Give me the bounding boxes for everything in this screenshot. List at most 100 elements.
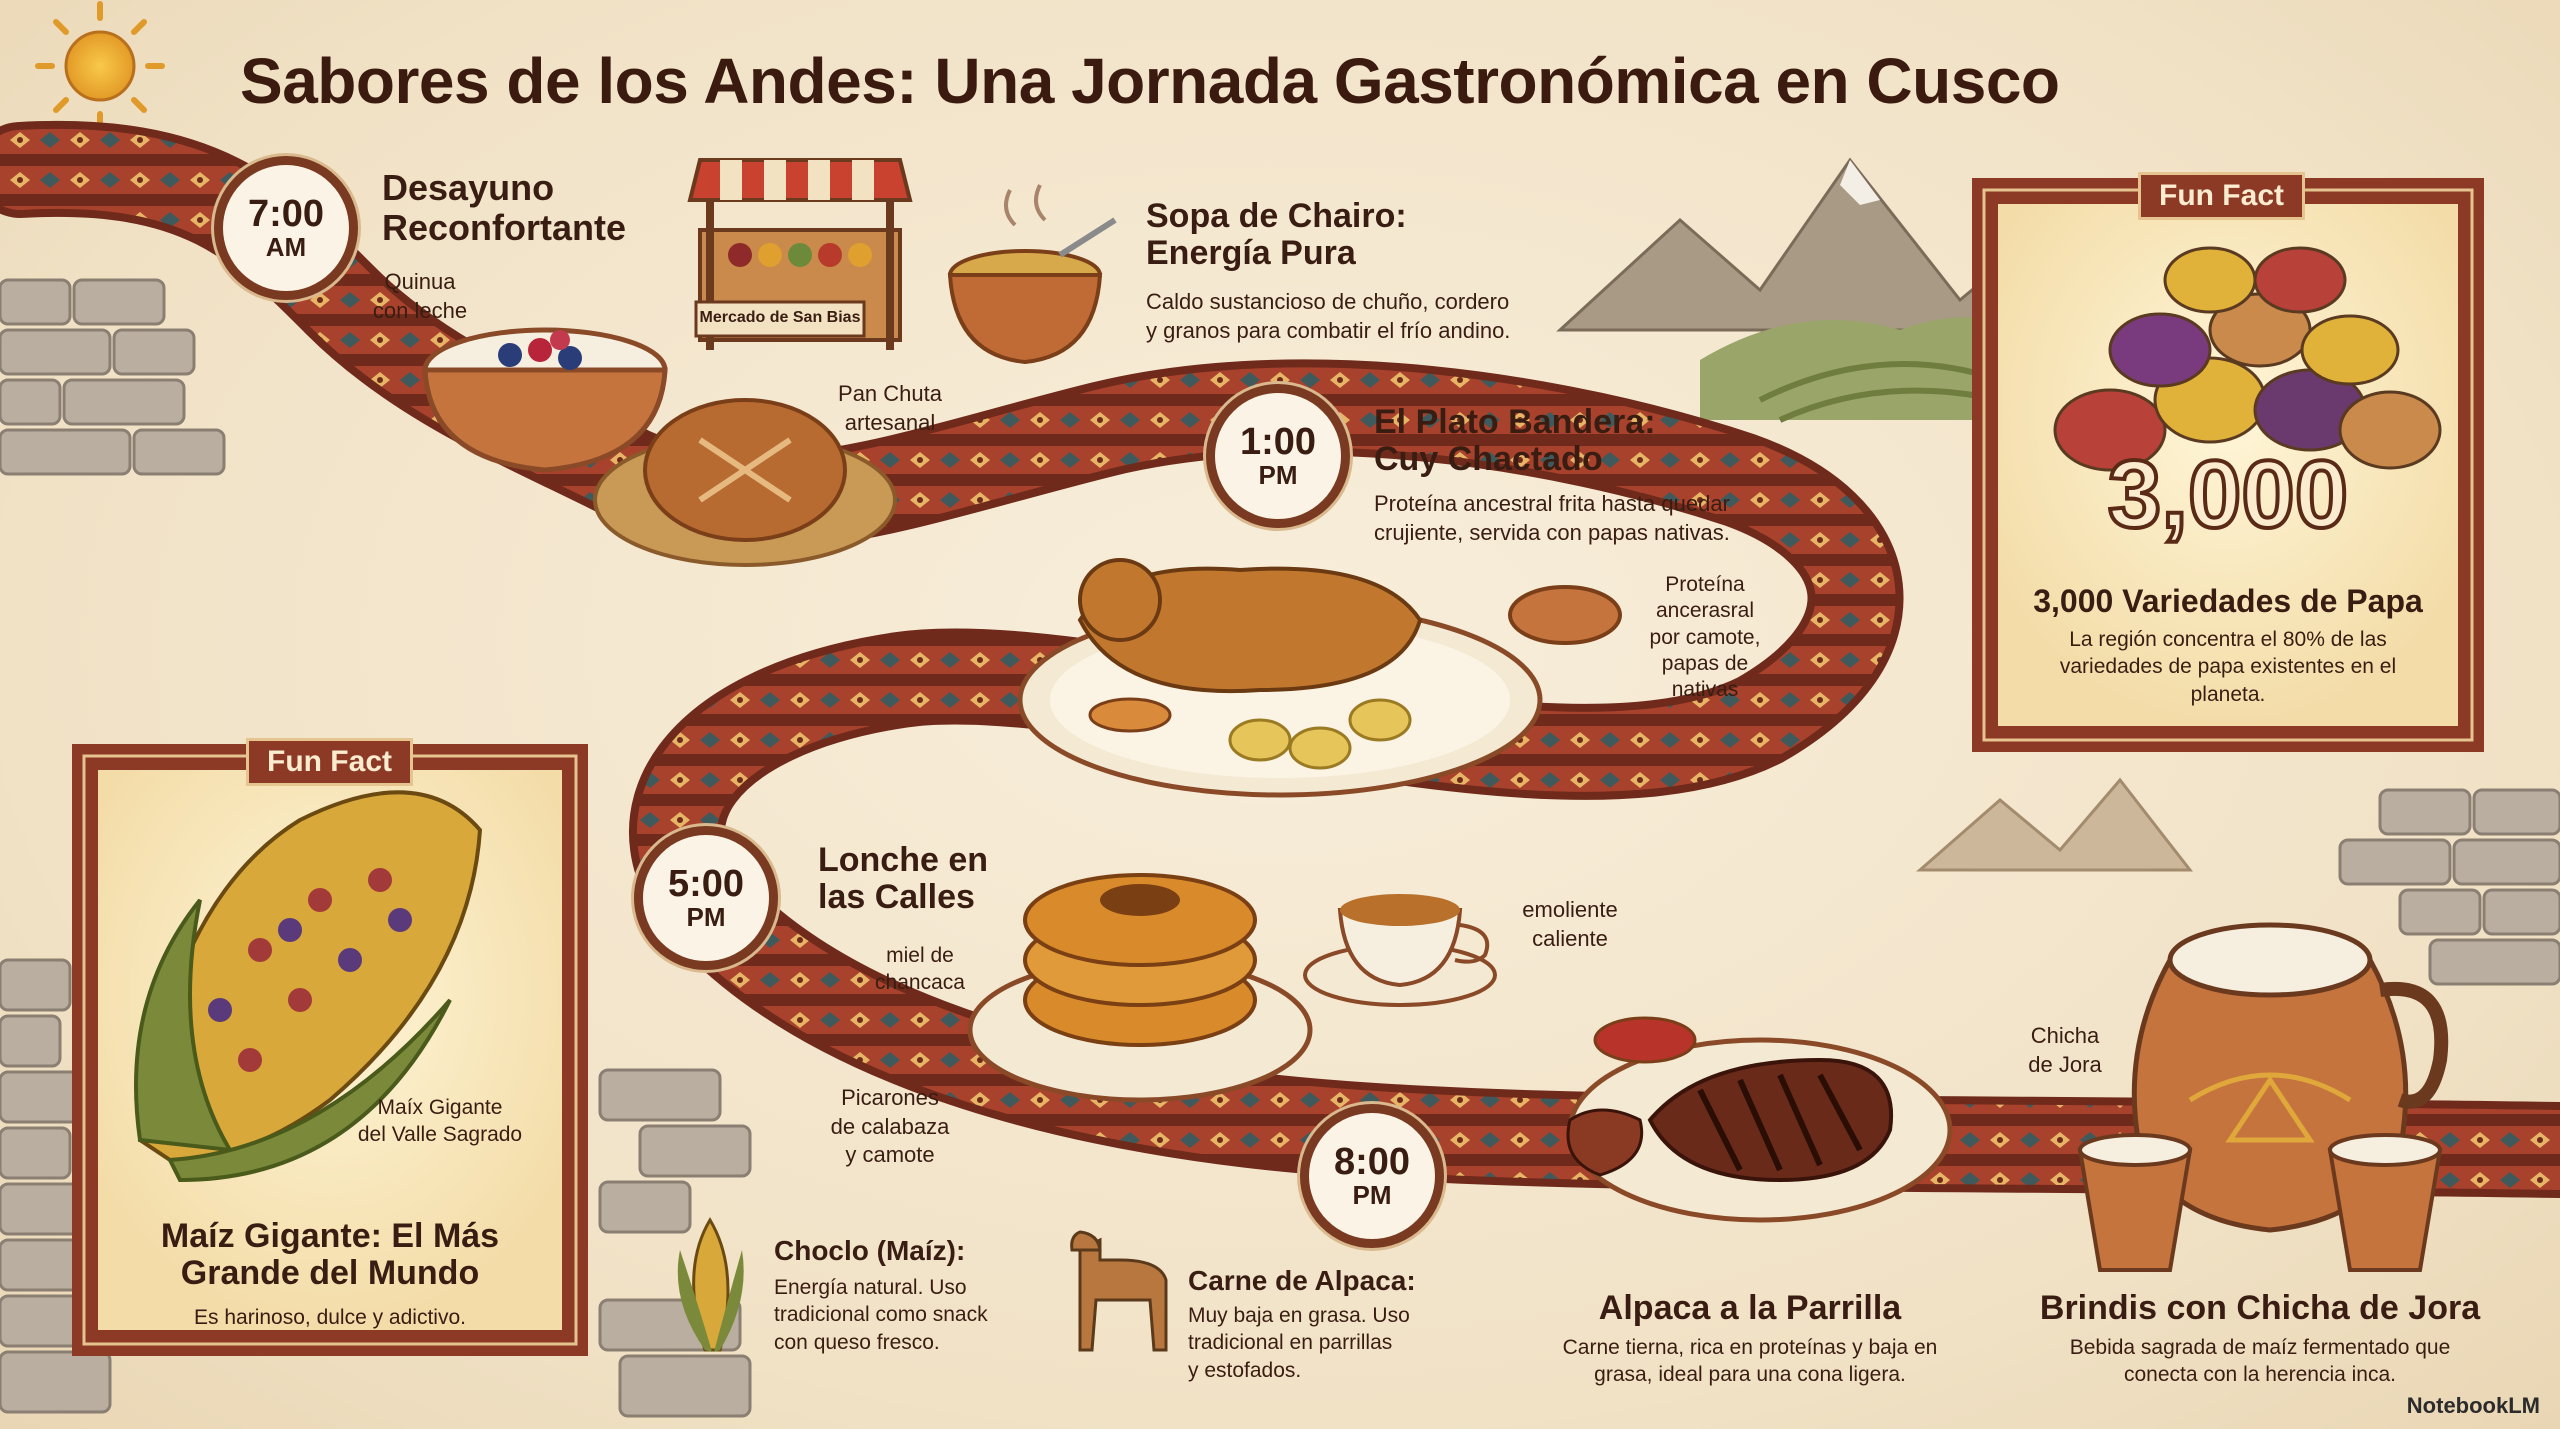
clock-time: 8:00 xyxy=(1333,1140,1411,1183)
emoliente-label: emoliente caliente xyxy=(1500,896,1640,953)
giant-corn-illustration xyxy=(134,790,483,1183)
stone-wall-right xyxy=(2338,788,2560,986)
corn-heading-line2: Grande del Mundo xyxy=(180,1254,480,1293)
soup-desc-line1: Caldo sustancioso de chuño, cordero xyxy=(1146,289,1510,314)
bread-label: Pan Chuta artesanal xyxy=(815,380,965,437)
picarones-line: y camote xyxy=(845,1142,935,1168)
corn-fact-frame xyxy=(72,744,588,1356)
alpaca-desc-line: y estofados. xyxy=(1188,1358,1302,1382)
breakfast-heading-line1: Desayuno xyxy=(382,167,555,208)
lunch-desc-line1: Proteína ancestral frita hasta quedar xyxy=(1374,491,1730,516)
alpaca-heading: Carne de Alpaca: xyxy=(1188,1265,1416,1296)
miel-label-line1: miel de xyxy=(886,944,954,967)
lunch-heading-line1: El Plato Bandera: xyxy=(1374,403,1656,441)
potato-desc-line3: planeta. xyxy=(2190,682,2266,706)
side-note-line: por camote, xyxy=(1649,625,1761,649)
snack-heading: Lonche en las Calles xyxy=(818,841,988,917)
dinner-heading: Alpaca a la Parrilla xyxy=(1598,1289,1902,1327)
corn-caption-line2: del Valle Sagrado xyxy=(357,1123,523,1147)
emoliente-label-line2: caliente xyxy=(1532,925,1608,951)
quinoa-label-line1: Quinua xyxy=(384,269,456,294)
soup-heading: Sopa de Chairo: Energía Pura xyxy=(1146,197,1407,273)
lunch-desc-line2: crujiente, servida con papas nativas. xyxy=(1374,519,1730,545)
clock-time: 5:00 xyxy=(667,862,745,905)
alpaca-desc-line: Muy baja en grasa. Uso xyxy=(1188,1304,1410,1327)
lunch-heading-line2: Cuy Chactado xyxy=(1374,440,1603,479)
clock-1pm: 1:00 PM xyxy=(1206,384,1350,528)
choclo-heading: Choclo (Maíz): xyxy=(774,1235,966,1266)
llama-icon xyxy=(1070,1230,1168,1352)
clock-5pm: 5:00 PM xyxy=(634,826,778,970)
chicha-desc-line1: Bebida sagrada de maíz fermentado que xyxy=(2069,1336,2451,1359)
sun-icon xyxy=(35,1,165,131)
potato-fact-heading: 3,000 Variedades de Papa xyxy=(2033,583,2423,619)
breakfast-heading: Desayuno Reconfortante xyxy=(382,168,626,247)
potato-fact-description: La región concentra el 80% de las varied… xyxy=(1998,626,2458,708)
potato-desc-line2: variedades de papa existentes en el xyxy=(2059,655,2397,679)
soup-heading-line1: Sopa de Chairo: xyxy=(1146,197,1407,235)
alpaca-desc-line: tradicional en parrillas xyxy=(1188,1331,1393,1355)
choclo-description: Energía natural. Uso tradicional como sn… xyxy=(774,1274,988,1356)
chicha-desc-line2: conecta con la herencia inca. xyxy=(2123,1363,2396,1387)
bread-illustration xyxy=(593,398,897,567)
chicha-label-line1: Chicha xyxy=(2030,1023,2100,1048)
page-title: Sabores de los Andes: Una Jornada Gastro… xyxy=(240,45,2060,117)
clock-ampm: PM xyxy=(686,901,726,932)
potato-fact-tag: Fun Fact xyxy=(2138,172,2305,220)
picarones-line: de calabaza xyxy=(830,1113,950,1139)
choclo-desc-line: tradicional como snack xyxy=(774,1303,988,1327)
snack-heading-line2: las Calles xyxy=(818,878,975,917)
emoliente-label-line1: emoliente xyxy=(1522,897,1618,922)
miel-label-line2: chancaca xyxy=(875,971,965,995)
potato-desc-line1: La región concentra el 80% de las xyxy=(2069,628,2387,651)
side-note-line: nativas xyxy=(1671,678,1739,701)
lunch-heading: El Plato Bandera: Cuy Chactado xyxy=(1374,403,1656,479)
lunch-side-note: Proteína ancerasral por camote, papas de… xyxy=(1630,572,1780,703)
side-note-line: papas de xyxy=(1661,651,1749,675)
chicha-jug-illustration xyxy=(2077,922,2449,1272)
choclo-desc-line: Energía natural. Uso xyxy=(774,1276,967,1299)
clock-ampm: PM xyxy=(1258,459,1298,490)
corn-caption: Maíx Gigante del Valle Sagrado xyxy=(330,1094,550,1149)
side-note-line: Proteína xyxy=(1665,573,1745,596)
dinner-desc-line2: grasa, ideal para una cona ligera. xyxy=(1594,1363,1906,1387)
picarones-plate-illustration xyxy=(967,873,1313,1103)
soup-heading-line2: Energía Pura xyxy=(1146,234,1356,273)
soup-desc-line2: y granos para combatir el frío andino. xyxy=(1146,317,1511,343)
clock-8pm: 8:00 PM xyxy=(1300,1104,1444,1248)
mountains-illustration xyxy=(1556,157,2194,872)
bread-label-line2: artesanal xyxy=(844,409,936,435)
side-note-line: ancerasral xyxy=(1655,599,1755,623)
clock-time: 1:00 xyxy=(1239,420,1317,463)
breakfast-heading-line2: Reconfortante xyxy=(382,206,627,248)
corn-heading-line1: Maíz Gigante: El Más xyxy=(160,1217,500,1255)
potato-number: 3,000 xyxy=(2106,439,2350,550)
alpaca-steak-plate-illustration xyxy=(1566,1016,1953,1223)
dinner-desc-line1: Carne tierna, rica en proteínas y baja e… xyxy=(1562,1336,1938,1359)
corn-fact-tag: Fun Fact xyxy=(246,738,413,786)
bread-label-line1: Pan Chuta xyxy=(838,381,942,406)
clock-ampm: PM xyxy=(1352,1179,1392,1210)
quinoa-bowl-illustration xyxy=(422,327,668,473)
quinoa-label-line2: con leche xyxy=(372,297,468,323)
corn-icon xyxy=(677,1217,744,1352)
lunch-description: Proteína ancestral frita hasta quedar cr… xyxy=(1374,490,1730,547)
corn-fact-heading: Maíz Gigante: El Más Grande del Mundo xyxy=(98,1217,562,1293)
clock-7am: 7:00 AM xyxy=(214,156,358,300)
miel-label: miel de chancaca xyxy=(860,942,980,997)
clock-ampm: AM xyxy=(265,231,307,262)
soup-description: Caldo sustancioso de chuño, cordero y gr… xyxy=(1146,288,1510,345)
chicha-label: Chicha de Jora xyxy=(2010,1022,2120,1079)
chicha-heading: Brindis con Chicha de Jora xyxy=(2039,1289,2481,1327)
soup-bowl-illustration xyxy=(947,184,1117,365)
clock-time: 7:00 xyxy=(247,192,325,235)
notebooklm-logo: NotebookLM xyxy=(2406,1393,2540,1418)
picarones-line: Picarones xyxy=(841,1085,939,1110)
dinner-description: Carne tierna, rica en proteínas y baja e… xyxy=(1500,1334,2000,1389)
corn-fact-description: Es harinoso, dulce y adictivo. xyxy=(194,1306,466,1329)
emoliente-cup-illustration xyxy=(1303,894,1497,1007)
stone-wall-left-top xyxy=(0,278,226,476)
alpaca-description: Muy baja en grasa. Uso tradicional en pa… xyxy=(1188,1302,1410,1384)
picarones-label: Picarones de calabaza y camote xyxy=(815,1084,965,1170)
